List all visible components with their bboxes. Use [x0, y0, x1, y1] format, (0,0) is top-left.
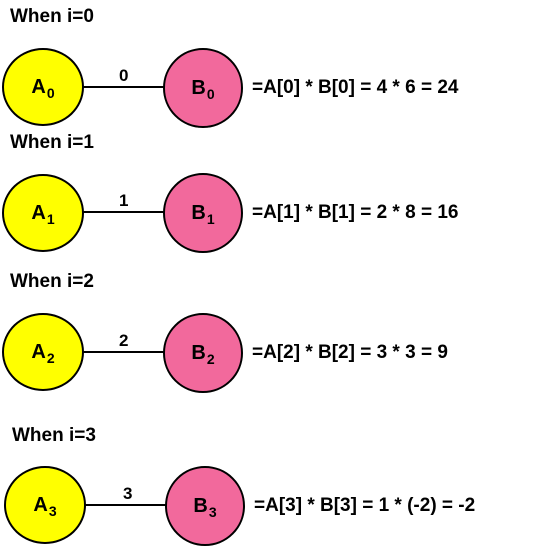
- connector-line: [83, 504, 167, 506]
- equation-text: =A[2] * B[2] = 3 * 3 = 9: [252, 342, 448, 363]
- step-heading: When i=1: [10, 132, 94, 153]
- node-subscript: 0: [46, 85, 55, 101]
- connector-line: [81, 351, 165, 353]
- step-heading: When i=3: [12, 425, 96, 446]
- node-subscript: 1: [206, 211, 215, 227]
- equation-text: =A[1] * B[1] = 2 * 8 = 16: [252, 202, 459, 223]
- node-letter: A: [31, 201, 46, 224]
- equation-text: =A[3] * B[3] = 1 * (-2) = -2: [254, 495, 476, 516]
- node-subscript: 0: [206, 86, 215, 102]
- node-letter: A: [31, 75, 46, 98]
- node-letter: B: [193, 494, 208, 517]
- equation-text: =A[0] * B[0] = 4 * 6 = 24: [252, 77, 459, 98]
- edge-label: 0: [119, 66, 129, 85]
- node-letter: B: [191, 341, 206, 364]
- connector-line: [81, 211, 165, 213]
- node-subscript: 1: [46, 211, 55, 227]
- node-subscript: 3: [48, 503, 57, 519]
- edge-label: 1: [119, 191, 129, 210]
- step-heading: When i=2: [10, 271, 94, 292]
- edge-label: 2: [119, 331, 129, 350]
- node-letter: B: [191, 201, 206, 224]
- node-subscript: 2: [46, 350, 55, 366]
- node-subscript: 2: [206, 351, 215, 367]
- node-letter: A: [31, 340, 46, 363]
- node-letter: A: [33, 493, 48, 516]
- connector-line: [81, 86, 165, 88]
- node-letter: B: [191, 76, 206, 99]
- edge-label: 3: [123, 484, 133, 503]
- step-heading: When i=0: [10, 6, 94, 27]
- node-subscript: 3: [208, 504, 217, 520]
